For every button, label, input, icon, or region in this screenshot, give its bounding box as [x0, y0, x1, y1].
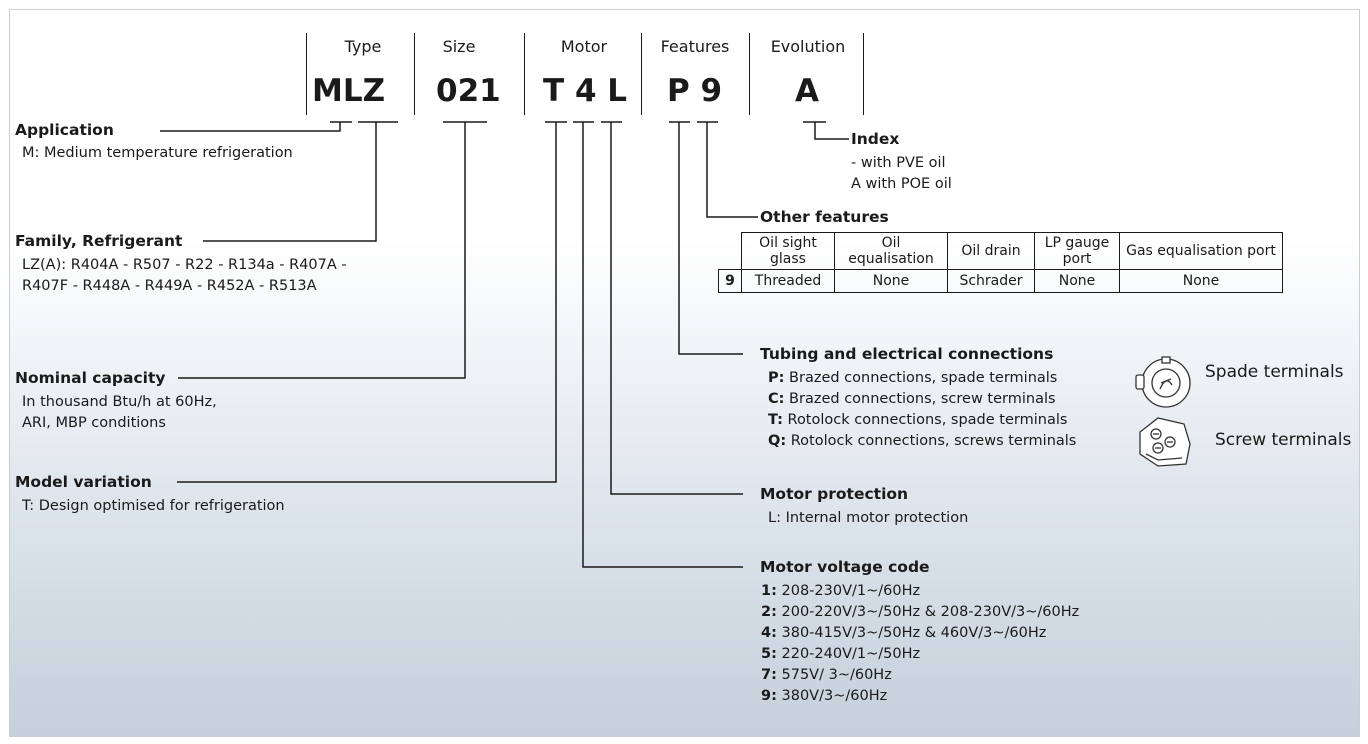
- table-header-cell: LP gauge port: [1034, 232, 1120, 270]
- header-evolution-label: Evolution: [770, 37, 846, 56]
- code-motor: T 4 L: [543, 73, 628, 109]
- capacity-title: Nominal capacity: [15, 369, 166, 387]
- capacity-desc-line-2: ARI, MBP conditions: [22, 415, 166, 431]
- table-header-cell: Oil equalisation: [834, 232, 948, 270]
- header-motor-label: Motor: [560, 37, 608, 56]
- voltage-option: 5: 220-240V/1~/50Hz: [761, 646, 921, 662]
- header-type-label: Type: [344, 37, 382, 56]
- index-title: Index: [851, 130, 900, 148]
- tubing-option: C: Brazed connections, screw terminals: [768, 391, 1056, 407]
- motor-protection-title: Motor protection: [760, 485, 909, 503]
- table-row-code: 9: [718, 269, 742, 293]
- column-divider: [863, 33, 864, 115]
- tubing-title: Tubing and electrical connections: [760, 345, 1054, 363]
- column-divider: [749, 33, 750, 115]
- index-desc-line-2: A with POE oil: [851, 176, 952, 192]
- voltage-title: Motor voltage code: [760, 558, 930, 576]
- capacity-desc-line-1: In thousand Btu/h at 60Hz,: [22, 394, 217, 410]
- screw-terminal-icon: [1139, 417, 1191, 467]
- voltage-option: 4: 380-415V/3~/50Hz & 460V/3~/60Hz: [761, 625, 1047, 641]
- table-header-cell: Oil sight glass: [741, 232, 835, 270]
- other-features-title: Other features: [760, 208, 889, 226]
- application-title: Application: [15, 121, 114, 139]
- motor-protection-desc: L: Internal motor protection: [768, 510, 969, 526]
- table-cell: None: [1034, 269, 1120, 293]
- table-cell: Threaded: [741, 269, 835, 293]
- application-desc: M: Medium temperature refrigeration: [22, 145, 293, 161]
- table-header-cell: Oil drain: [947, 232, 1035, 270]
- header-size-label: Size: [442, 37, 476, 56]
- column-divider: [524, 33, 525, 115]
- code-features: P 9: [667, 73, 723, 109]
- voltage-option: 2: 200-220V/3~/50Hz & 208-230V/3~/60Hz: [761, 604, 1080, 620]
- table-cell: None: [1119, 269, 1283, 293]
- code-type: MLZ: [312, 73, 386, 109]
- table-row: 9 Threaded None Schrader None None: [718, 269, 1283, 293]
- header-features-label: Features: [660, 37, 730, 56]
- column-divider: [414, 33, 415, 115]
- voltage-option: 1: 208-230V/1~/60Hz: [761, 583, 921, 599]
- family-desc-line-2: R407F - R448A - R449A - R452A - R513A: [22, 278, 317, 294]
- tubing-option: Q: Rotolock connections, screws terminal…: [768, 433, 1077, 449]
- column-divider: [306, 33, 307, 115]
- model-variation-title: Model variation: [15, 473, 152, 491]
- table-header-cell: Gas equalisation port: [1119, 232, 1283, 270]
- other-features-table: Oil sight glass Oil equalisation Oil dra…: [718, 232, 1283, 293]
- column-divider: [641, 33, 642, 115]
- table-cell: Schrader: [947, 269, 1035, 293]
- table-corner: [719, 233, 742, 270]
- spade-terminal-icon: [1135, 356, 1191, 408]
- family-title: Family, Refrigerant: [15, 232, 183, 250]
- index-desc-line-1: - with PVE oil: [851, 155, 946, 171]
- tubing-option: T: Rotolock connections, spade terminals: [768, 412, 1068, 428]
- family-desc-line-1: LZ(A): R404A - R507 - R22 - R134a - R407…: [22, 257, 347, 273]
- model-variation-desc: T: Design optimised for refrigeration: [22, 498, 285, 514]
- table-cell: None: [834, 269, 948, 293]
- code-evolution: A: [795, 73, 819, 109]
- screw-terminals-label: Screw terminals: [1215, 430, 1352, 450]
- code-size: 021: [436, 73, 501, 109]
- spade-terminals-label: Spade terminals: [1205, 362, 1344, 382]
- voltage-option: 9: 380V/3~/60Hz: [761, 688, 888, 704]
- tubing-option: P: Brazed connections, spade terminals: [768, 370, 1058, 386]
- voltage-option: 7: 575V/ 3~/60Hz: [761, 667, 892, 683]
